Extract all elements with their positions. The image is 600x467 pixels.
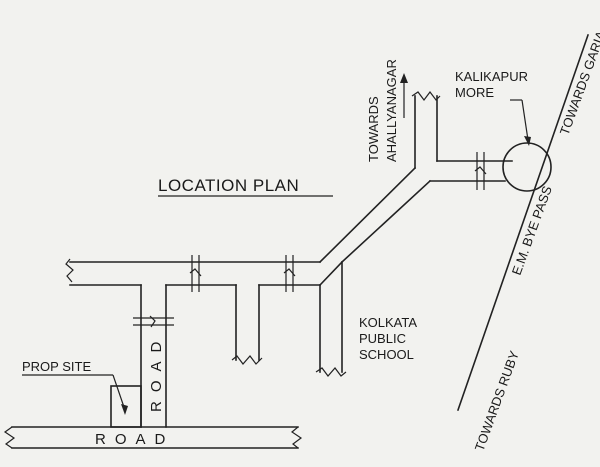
em-bye-pass <box>456 33 590 412</box>
towards-garia-label: TOWARDS GARIA <box>557 28 600 137</box>
kalikapur-label-line2: MORE <box>455 85 494 100</box>
kolkata-public-school-line3: SCHOOL <box>359 347 414 362</box>
towards-ruby-label: TOWARDS RUBY <box>472 348 522 453</box>
upper-road <box>65 255 321 292</box>
kalikapur-road <box>429 152 513 190</box>
dead-end-lane <box>231 284 263 365</box>
main-road <box>3 426 303 449</box>
kalikapur-label-line1: KALIKAPUR <box>455 69 528 84</box>
road-label-vertical: ROAD <box>148 333 165 412</box>
prop-site <box>22 374 142 428</box>
prop-site-label: PROP SITE <box>22 359 91 374</box>
towards-ahallyanagar-line2: AHALLYANAGAR <box>384 59 399 162</box>
map-title: LOCATION PLAN <box>158 176 299 195</box>
road-label-horizontal: ROAD <box>95 431 174 448</box>
diagonal-road <box>315 91 441 377</box>
kolkata-public-school-line2: PUBLIC <box>359 331 406 346</box>
kolkata-public-school-line1: KOLKATA <box>359 315 417 330</box>
kalikapur-arrow-icon <box>524 136 531 146</box>
kalikapur-junction-circle <box>502 142 552 192</box>
towards-ahallyanagar-line1: TOWARDS <box>366 96 381 162</box>
ahallyanagar-arrow-icon <box>400 73 408 83</box>
prop-site-arrow-icon <box>121 404 128 415</box>
